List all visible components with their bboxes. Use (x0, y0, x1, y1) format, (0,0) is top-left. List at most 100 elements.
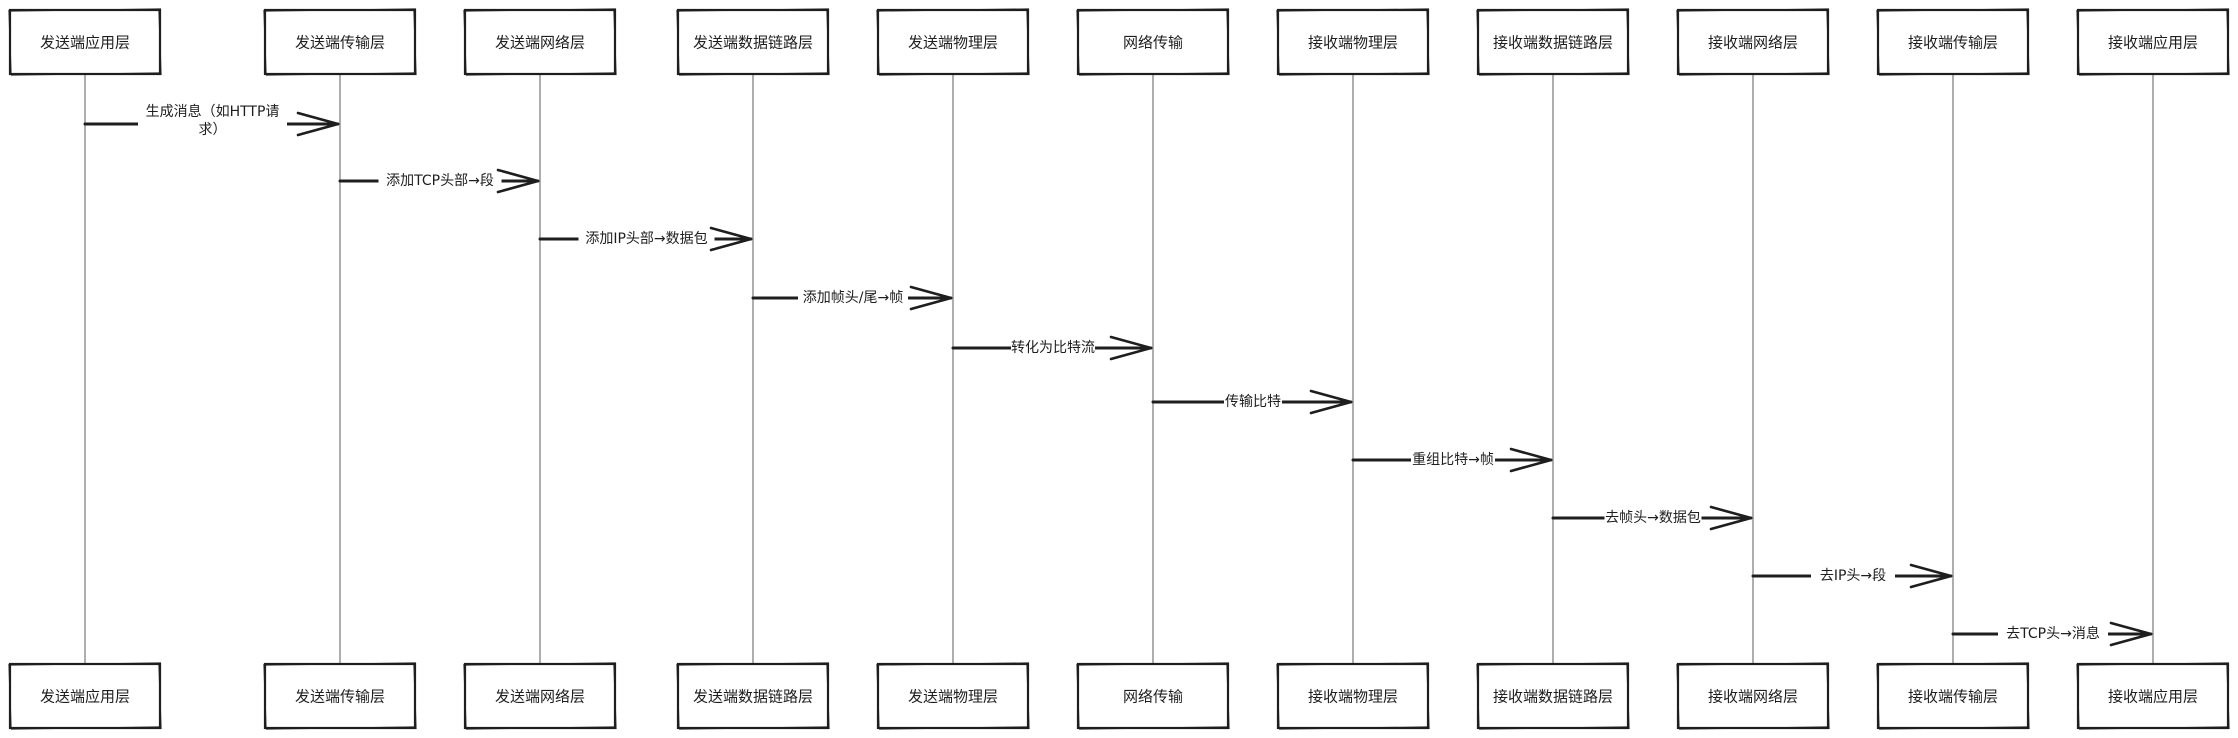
participant-label: 接收端传输层 (1908, 34, 1998, 52)
message-label-background (1411, 451, 1495, 469)
participant-box-sketch-stroke (1276, 662, 1430, 730)
participant-label: 发送端应用层 (40, 688, 130, 706)
participant-box-sketch-stroke (8, 662, 162, 730)
participant-row-top: 发送端应用层 发送端传输层 发送端网络层 发送端数据链路层 发送端物理层 网络传输 接收端物… (8, 8, 2230, 76)
message-label-background (1998, 625, 2108, 643)
participant-label: 接收端应用层 (2108, 34, 2198, 52)
arrow-head-icon (709, 226, 753, 252)
arrow-head-icon (496, 168, 540, 194)
message-label-background (1224, 393, 1282, 411)
participant-row-bottom: 发送端应用层发送端传输层发送端网络层发送端数据链路层发送端物理层网络传输接收端物… (8, 662, 2230, 730)
message-label-background (1011, 339, 1095, 357)
participant-box-sketch-stroke (1876, 8, 2030, 76)
participant-box-top: 接收端网络层 (1676, 8, 1830, 76)
participant-box-frame (263, 662, 417, 730)
participant-box-sketch-stroke (263, 662, 417, 730)
message-label: 去帧头→数据包 (1605, 510, 1701, 526)
message-arrow: 添加帧头/尾→帧 (751, 285, 953, 311)
participant-box-top: 发送端数据链路层 (676, 8, 830, 76)
participant-box-sketch-stroke (2076, 8, 2230, 76)
participant-box-bottom: 发送端物理层 (876, 662, 1030, 730)
participant-box-bottom: 发送端传输层 (263, 662, 417, 730)
arrow-head-icon (1309, 389, 1353, 415)
participant-box-sketch-stroke (1876, 662, 2030, 730)
participant-box-sketch-stroke (1276, 8, 1430, 76)
message-arrow: 去帧头→数据包 (1551, 505, 1753, 531)
participant-box-sketch-stroke (676, 662, 830, 730)
participant-label: 网络传输 (1123, 34, 1183, 52)
participant-box-bottom: 接收端数据链路层 (1476, 662, 1630, 730)
message-arrow: 传输比特 (1151, 389, 1353, 415)
participant-label: 发送端应用层 (40, 34, 130, 52)
participant-box-bottom: 发送端数据链路层 (676, 662, 830, 730)
participant-label: 发送端传输层 (295, 34, 385, 52)
lifelines (84, 74, 2154, 664)
message-label: 求） (199, 122, 227, 138)
participant-label: 接收端网络层 (1708, 688, 1798, 706)
participant-label: 接收端数据链路层 (1493, 34, 1613, 52)
arrow-head-icon (2109, 621, 2153, 647)
participant-box-frame (8, 662, 162, 730)
arrow-head-icon (1909, 563, 1953, 589)
participant-box-sketch-stroke (1476, 662, 1630, 730)
message-label-background (378, 172, 502, 190)
participant-box-sketch-stroke (676, 8, 830, 76)
participant-box-sketch-stroke (1676, 8, 1830, 76)
participant-box-bottom: 接收端网络层 (1676, 662, 1830, 730)
participant-label: 接收端物理层 (1308, 34, 1398, 52)
participant-box-top: 发送端应用层 (8, 8, 162, 76)
participant-box-frame (1076, 8, 1230, 76)
participant-box-bottom: 接收端传输层 (1876, 662, 2030, 730)
participant-label: 发送端网络层 (495, 34, 585, 52)
participant-box-frame (1276, 8, 1430, 76)
message-label: 重组比特→帧 (1412, 452, 1494, 468)
arrow-head-icon (296, 111, 340, 137)
participant-box-frame (876, 8, 1030, 76)
message-label: 去TCP头→消息 (2006, 625, 2100, 642)
participant-box-sketch-stroke (1676, 662, 1830, 730)
participant-label: 发送端传输层 (295, 688, 385, 706)
message-label: 转化为比特流 (1011, 340, 1095, 356)
arrow-head-icon (1709, 505, 1753, 531)
message-label: 添加TCP头部→段 (386, 173, 494, 189)
participant-box-bottom: 接收端应用层 (2076, 662, 2230, 730)
message-label: 去IP头→段 (1820, 568, 1886, 584)
participant-box-top: 接收端数据链路层 (1476, 8, 1630, 76)
message-label-background (578, 230, 715, 248)
message-arrow: 转化为比特流 (951, 335, 1153, 361)
participant-box-sketch-stroke (463, 8, 617, 76)
participant-label: 接收端物理层 (1308, 688, 1398, 706)
participant-label: 发送端数据链路层 (693, 688, 813, 706)
message-label: 添加帧头/尾→帧 (803, 290, 903, 306)
participant-label: 发送端物理层 (908, 34, 998, 52)
participant-box-top: 网络传输 (1076, 8, 1230, 76)
participant-box-sketch-stroke (263, 8, 417, 76)
participant-label: 接收端应用层 (2108, 688, 2198, 706)
message-arrow: 去TCP头→消息 (1951, 621, 2153, 647)
participant-box-sketch-stroke (876, 8, 1030, 76)
participant-box-top: 发送端网络层 (463, 8, 617, 76)
participant-box-sketch-stroke (1076, 8, 1230, 76)
message-label-background (798, 289, 908, 307)
message-label: 生成消息（如HTTP请 (146, 103, 280, 120)
participant-box-top: 发送端物理层 (876, 8, 1030, 76)
participant-label: 发送端网络层 (495, 688, 585, 706)
message-label-background (1604, 509, 1702, 527)
participant-label: 发送端数据链路层 (693, 34, 813, 52)
participant-box-top: 接收端传输层 (1876, 8, 2030, 76)
participant-box-bottom: 发送端网络层 (463, 662, 617, 730)
participant-box-sketch-stroke (8, 8, 162, 76)
participant-box-top: 接收端物理层 (1276, 8, 1430, 76)
message-arrow: 重组比特→帧 (1351, 447, 1553, 473)
participant-label: 发送端物理层 (908, 688, 998, 706)
participant-label: 接收端传输层 (1908, 688, 1998, 706)
participant-box-top: 发送端传输层 (263, 8, 417, 76)
participant-box-sketch-stroke (876, 662, 1030, 730)
participant-box-top: 接收端应用层 (2076, 8, 2230, 76)
message-label: 添加IP头部→数据包 (585, 231, 707, 247)
message-label-background (1811, 567, 1895, 585)
participant-box-frame (463, 662, 617, 730)
participant-label: 接收端数据链路层 (1493, 688, 1613, 706)
participant-box-bottom: 发送端应用层 (8, 662, 162, 730)
